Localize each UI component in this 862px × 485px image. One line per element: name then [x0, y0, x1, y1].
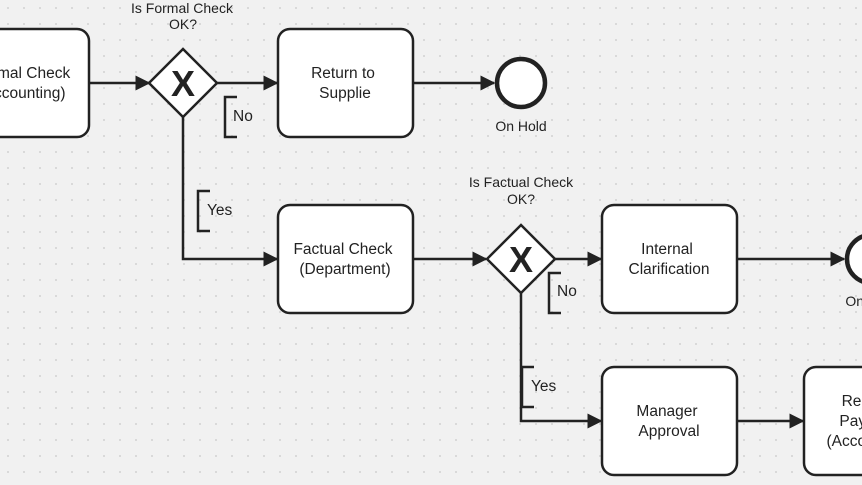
condition-bracket	[520, 365, 534, 409]
task-label: Supplie	[319, 85, 371, 102]
task-return-to-supplier[interactable]: Return to Supplie	[276, 27, 415, 139]
task-label: Formal Check	[0, 65, 70, 82]
task-label: (Department)	[299, 261, 390, 278]
task-label: Approval	[638, 423, 699, 440]
end-event-label: On Hold	[495, 118, 546, 134]
gateway-label: OK?	[507, 191, 535, 207]
condition-bracket	[196, 189, 210, 233]
task-label: Factual Check	[293, 241, 392, 258]
exclusive-x-icon: X	[509, 239, 533, 280]
task-label: Clarification	[629, 261, 710, 278]
condition-bracket	[547, 271, 561, 315]
task-label: Release	[842, 393, 862, 410]
gateway-factual-check[interactable]: X	[485, 223, 557, 295]
condition-no: No	[233, 108, 253, 125]
task-formal-check[interactable]: Formal Check (Accounting)	[0, 27, 91, 139]
task-label: (Accounting)	[0, 85, 66, 102]
end-event-label: On Hold	[845, 293, 862, 309]
task-release-payment[interactable]: Release Payment (Accounting)	[802, 365, 862, 477]
flow-gateway-yes-to-manager[interactable]	[519, 293, 603, 429]
condition-yes: Yes	[207, 202, 233, 219]
task-factual-check[interactable]: Factual Check (Department)	[276, 203, 415, 315]
gateway-label: Is Formal Check	[131, 0, 234, 16]
exclusive-x-icon: X	[171, 63, 195, 104]
condition-bracket	[223, 95, 237, 139]
task-manager-approval[interactable]: Manager Approval	[600, 365, 739, 477]
gateway-label: Is Factual Check	[469, 174, 574, 190]
flow-gateway-yes-to-factual[interactable]	[181, 117, 279, 267]
end-event-on-hold[interactable]	[494, 56, 548, 110]
task-label: Internal	[641, 241, 693, 258]
condition-yes: Yes	[531, 378, 557, 395]
gateway-formal-check[interactable]: X	[147, 47, 219, 119]
end-event-on-hold[interactable]	[844, 234, 862, 284]
gateway-label: OK?	[169, 16, 197, 32]
task-label: Return to	[311, 65, 375, 82]
task-label: (Accounting)	[826, 433, 862, 450]
task-label: Manager	[636, 403, 697, 420]
task-internal-clarification[interactable]: Internal Clarification	[600, 203, 739, 315]
condition-no: No	[557, 283, 577, 300]
task-label: Payment	[839, 413, 862, 430]
